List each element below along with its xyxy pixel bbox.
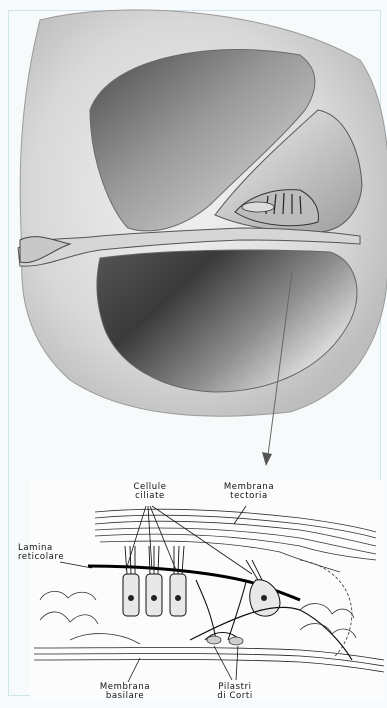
label-lamina-reticolare: Lamina reticolare — [18, 544, 78, 562]
detail-frame — [30, 480, 384, 700]
label-membrana-tectoria-line2: tectoria — [218, 492, 280, 501]
label-membrana-basilare: Membrana basilare — [94, 683, 156, 701]
label-cellule-ciliate-line2: ciliate — [122, 492, 178, 501]
label-lamina-reticolare-line2: reticolare — [18, 553, 78, 562]
label-membrana-tectoria: Membrana tectoria — [218, 483, 280, 501]
label-pilastri-di-corti-line2: di Corti — [206, 692, 264, 701]
label-cellule-ciliate: Cellule ciliate — [122, 483, 178, 501]
label-pilastri-di-corti: Pilastri di Corti — [206, 683, 264, 701]
label-membrana-basilare-line2: basilare — [94, 692, 156, 701]
